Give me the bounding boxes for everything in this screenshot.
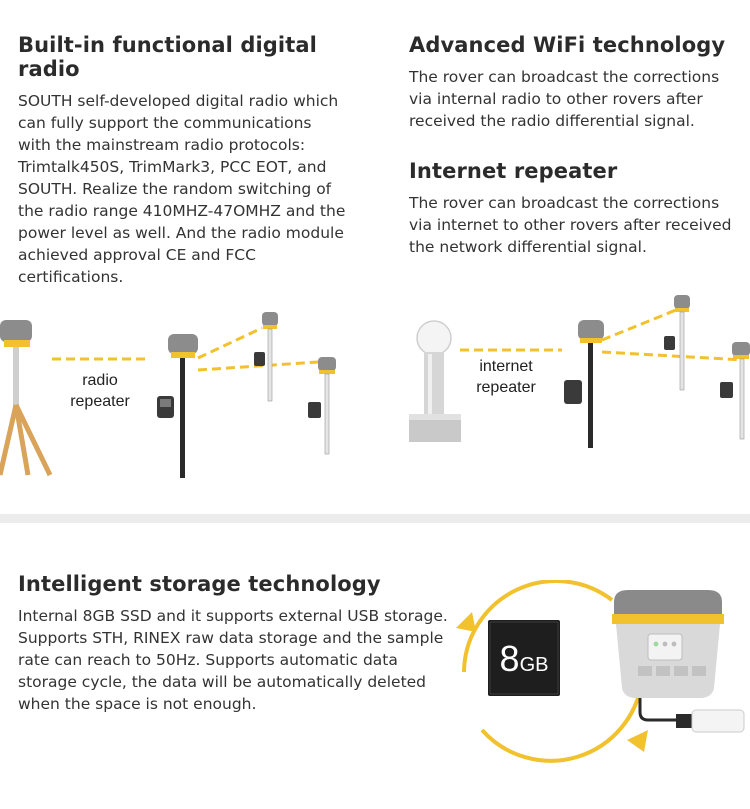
radio-label-line2: repeater	[70, 393, 130, 410]
internet-section: Internet repeater The rover can broadcas…	[409, 159, 744, 258]
storage-graphic	[456, 580, 745, 763]
internet-rover-icon-2	[720, 342, 750, 440]
receiver-icon	[612, 590, 724, 698]
radio-title: Built-in functional digital radio	[18, 33, 317, 81]
internet-label-line2: repeater	[476, 379, 536, 396]
repeater-rover-icon	[157, 334, 198, 478]
internet-repeater-label: internet repeater	[466, 356, 546, 398]
base-station-icon	[0, 320, 53, 477]
internet-rover-icon	[564, 320, 604, 448]
storage-illustration: 8GB	[452, 580, 748, 795]
radio-repeater-label: radio repeater	[60, 370, 140, 412]
rover-icon-1	[254, 312, 278, 402]
radio-section: Built-in functional digital radio SOUTH …	[18, 33, 378, 288]
wifi-body: The rover can broadcast the corrections …	[409, 68, 720, 130]
internet-repeater-illustration: internet repeater	[404, 290, 750, 450]
ssd-chip-label: 8GB	[488, 638, 560, 680]
radio-body: SOUTH self-developed digital radio which…	[18, 92, 346, 286]
internet-label-line1: internet	[479, 358, 533, 375]
ssd-chip-icon	[488, 620, 560, 696]
wifi-title: Advanced WiFi technology	[409, 33, 726, 57]
storage-body: Internal 8GB SSD and it supports externa…	[18, 607, 448, 713]
wifi-section: Advanced WiFi technology The rover can b…	[409, 33, 744, 132]
cycle-arrows-icon	[456, 580, 648, 763]
rover-icon-2	[308, 357, 336, 455]
server-station-icon	[409, 320, 461, 442]
internet-body: The rover can broadcast the corrections …	[409, 194, 732, 256]
internet-rover-icon-1	[664, 295, 690, 391]
ssd-chip-unit: GB	[519, 654, 549, 676]
usb-stick-icon	[638, 698, 745, 733]
storage-section: Intelligent storage technology Internal …	[18, 572, 458, 715]
internet-title: Internet repeater	[409, 159, 618, 183]
radio-repeater-graphic	[0, 312, 336, 478]
radio-repeater-illustration: radio repeater	[0, 300, 370, 480]
section-divider	[0, 514, 750, 523]
radio-label-line1: radio	[82, 372, 118, 389]
internet-repeater-graphic	[409, 295, 750, 448]
ssd-chip-number: 8	[499, 638, 520, 679]
storage-title: Intelligent storage technology	[18, 572, 381, 596]
